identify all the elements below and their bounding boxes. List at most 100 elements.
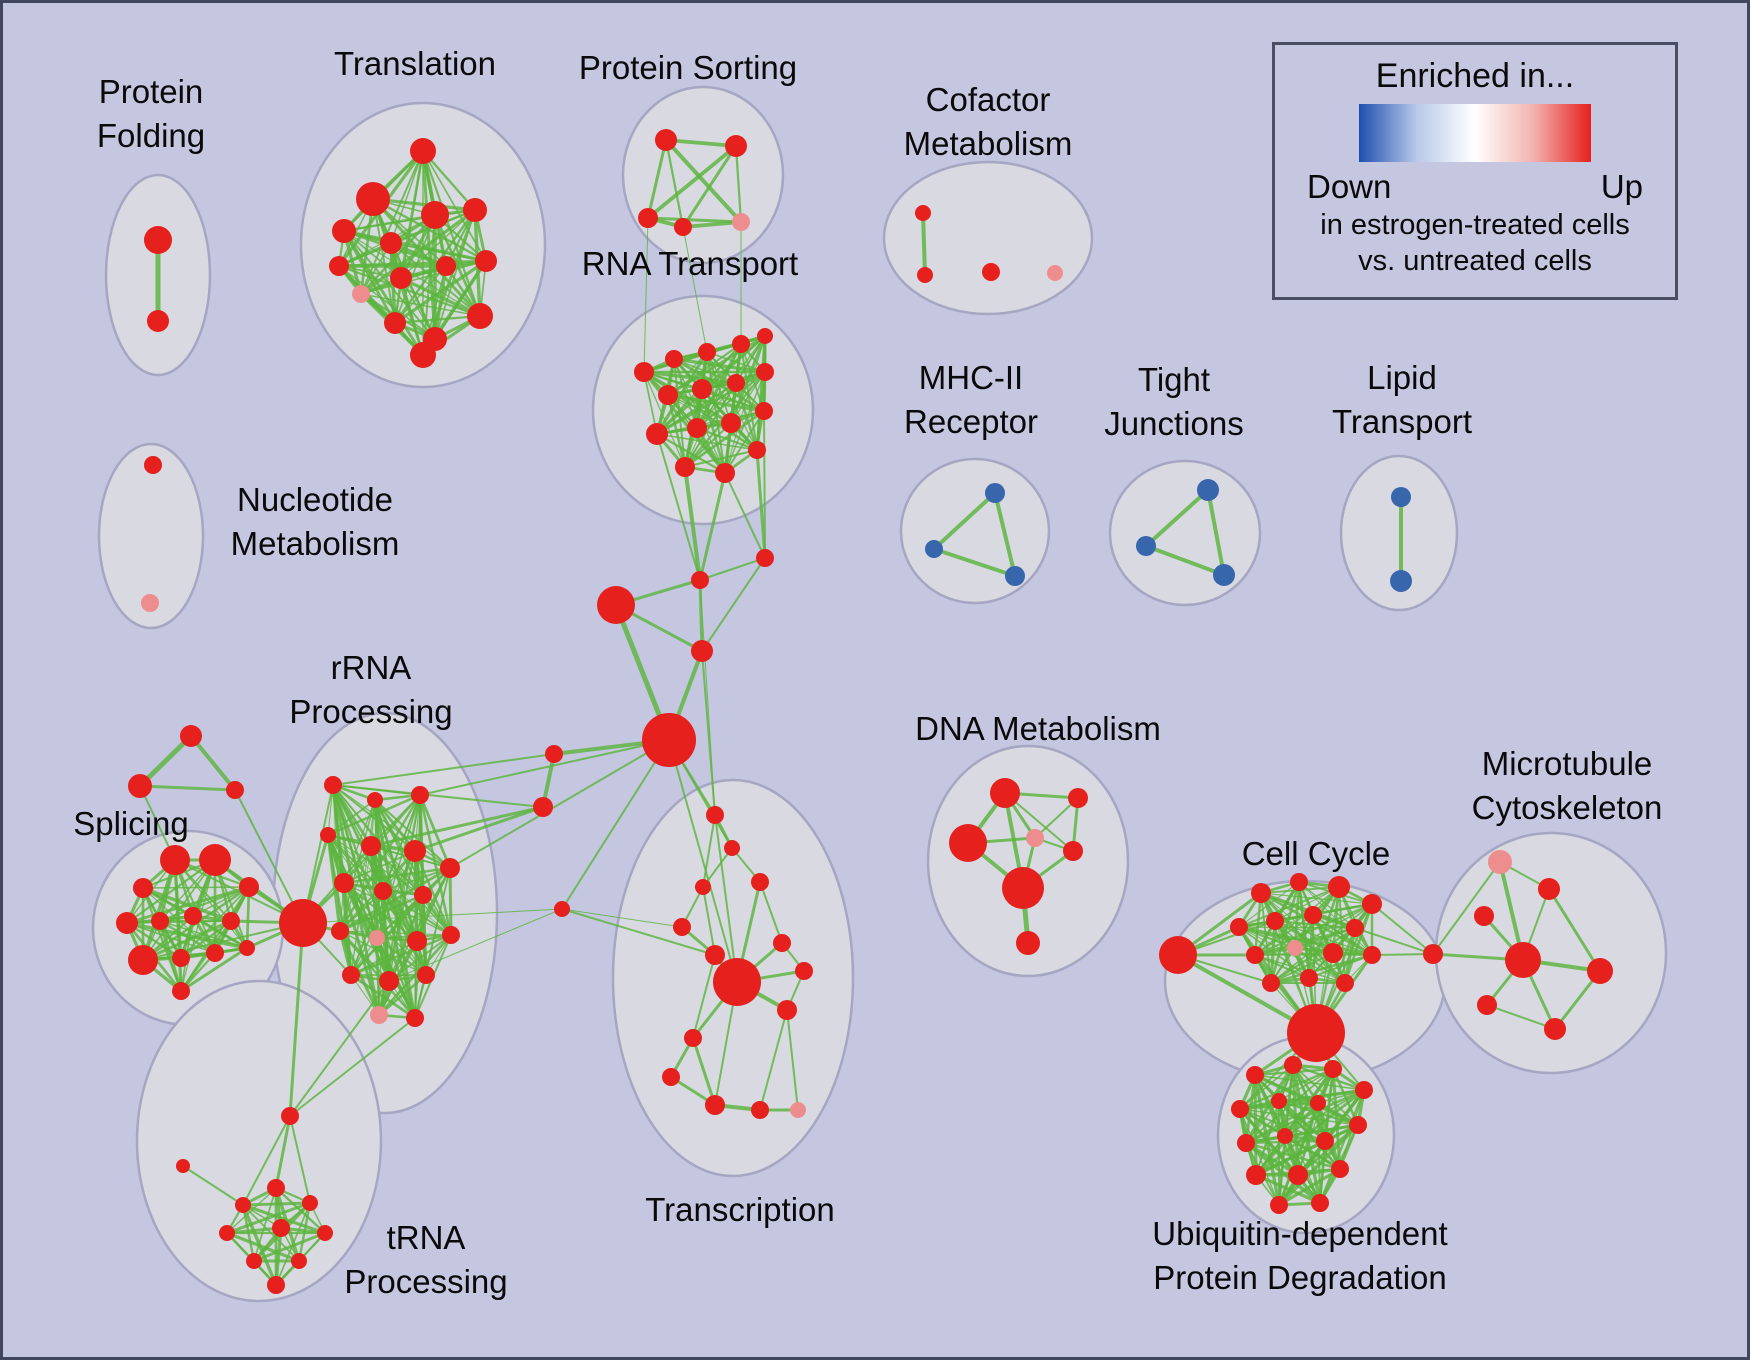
node xyxy=(1016,931,1040,955)
node xyxy=(748,441,766,459)
edge xyxy=(388,934,452,982)
node xyxy=(302,1195,318,1211)
edge xyxy=(1278,1068,1334,1102)
edge xyxy=(1318,1088,1366,1205)
node xyxy=(384,312,406,334)
node xyxy=(267,1276,285,1294)
edge xyxy=(684,422,732,468)
node xyxy=(406,1009,424,1027)
node xyxy=(1246,1165,1266,1185)
node xyxy=(1213,564,1235,586)
edge xyxy=(1238,1067,1335,1111)
edge xyxy=(702,886,716,956)
node xyxy=(342,966,360,984)
node xyxy=(1328,876,1350,898)
edge xyxy=(289,1017,416,1117)
edge xyxy=(179,919,233,960)
edge xyxy=(1486,1004,1556,1030)
node xyxy=(949,824,987,862)
edge xyxy=(289,1115,311,1204)
node xyxy=(1311,1194,1329,1212)
node xyxy=(724,840,740,856)
edge xyxy=(759,881,783,944)
edge xyxy=(274,1114,292,1190)
edge xyxy=(692,954,716,1039)
edge xyxy=(389,241,437,341)
node xyxy=(442,926,460,944)
node xyxy=(1026,829,1044,847)
edge xyxy=(141,919,233,962)
node xyxy=(1246,1066,1264,1084)
edge xyxy=(646,216,743,224)
node xyxy=(407,931,427,951)
edge xyxy=(1274,886,1340,922)
edge xyxy=(561,739,670,910)
legend-caption-line2: vs. untreated cells xyxy=(1358,245,1592,277)
nodes xyxy=(116,129,1613,1294)
edge xyxy=(1253,926,1357,957)
node xyxy=(634,362,654,382)
node xyxy=(180,725,202,747)
node xyxy=(1324,1060,1342,1078)
node xyxy=(1230,918,1248,936)
edge xyxy=(724,410,765,474)
edge xyxy=(343,882,452,936)
node xyxy=(160,845,190,875)
edge xyxy=(421,149,477,212)
node xyxy=(1544,1018,1566,1040)
cluster-label-rrna-processing: Processing xyxy=(289,693,452,730)
edge xyxy=(664,138,738,148)
node xyxy=(436,256,456,276)
edge xyxy=(1269,953,1374,985)
cluster-label-nucleotide-metabolism: Nucleotide xyxy=(237,481,393,518)
node xyxy=(777,1000,797,1020)
edge xyxy=(1239,1108,1280,1206)
legend-title: Enriched in... xyxy=(1375,57,1575,95)
node xyxy=(411,786,429,804)
edge xyxy=(339,890,384,932)
edge xyxy=(1283,1134,1342,1171)
node xyxy=(176,1159,190,1173)
cluster-label-protein-sorting: Protein Sorting xyxy=(579,49,797,86)
edge xyxy=(561,908,716,956)
cluster-label-cofactor-metabolism: Cofactor xyxy=(926,81,1051,118)
node xyxy=(147,310,169,332)
edge xyxy=(1144,544,1226,577)
cluster-ellipse-mhc-ii-receptor xyxy=(899,457,1051,605)
cluster-ellipse-trna-processing xyxy=(135,979,383,1303)
node xyxy=(1246,946,1264,964)
node xyxy=(1136,536,1156,556)
node xyxy=(1159,936,1197,974)
cluster-label-mhc-ii-receptor: MHC-II xyxy=(919,359,1023,396)
legend-gradient-bar xyxy=(1359,104,1591,162)
edge xyxy=(1254,1139,1327,1177)
edge xyxy=(1294,927,1356,949)
node xyxy=(133,878,153,898)
edge xyxy=(763,410,766,559)
edge xyxy=(1283,1123,1360,1138)
edge xyxy=(682,226,708,353)
node xyxy=(655,129,677,151)
node xyxy=(370,1006,388,1024)
edge xyxy=(786,1009,799,1111)
legend-caption-line1: in estrogen-treated cells xyxy=(1320,209,1630,241)
node xyxy=(367,792,383,808)
edge xyxy=(699,557,766,581)
node xyxy=(404,840,426,862)
node xyxy=(692,379,712,399)
cluster-label-protein-folding: Folding xyxy=(97,117,205,154)
node xyxy=(687,418,707,438)
node xyxy=(684,1029,702,1047)
node xyxy=(128,945,158,975)
edge xyxy=(1277,1134,1287,1207)
edge xyxy=(681,144,738,229)
node xyxy=(239,940,255,956)
edge xyxy=(1270,952,1334,984)
node xyxy=(773,934,791,952)
edge xyxy=(390,150,424,244)
edge xyxy=(759,1009,788,1111)
edge xyxy=(418,793,453,937)
edge xyxy=(179,946,249,993)
edge xyxy=(755,448,767,560)
edge xyxy=(327,799,376,836)
